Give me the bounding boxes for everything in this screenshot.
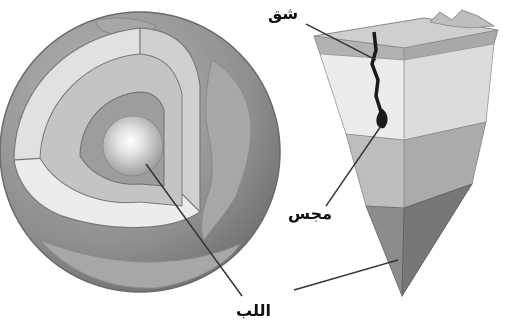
core-label: اللب (236, 303, 271, 319)
earth-globe (0, 12, 280, 292)
inner-core (103, 116, 163, 176)
crust-wedge (314, 10, 498, 296)
wedge-left-band-mid (346, 134, 404, 208)
core-leader-line-wedge (294, 260, 398, 290)
wedge-left-band-dark (366, 206, 404, 296)
magma-chamber-label: مجس (288, 206, 332, 222)
crack-label: شق (268, 6, 298, 22)
wedge-left-band-light (320, 54, 404, 140)
